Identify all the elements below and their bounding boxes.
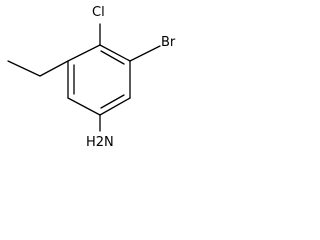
ring-bond-c4-c5	[67, 97, 101, 116]
atom-label-chlorine: Cl	[92, 5, 105, 20]
atom-label-bromine: Br	[161, 35, 176, 50]
ring-double-bond-c3-c4	[100, 94, 125, 109]
bond-bromine	[129, 45, 161, 62]
ring-double-bond-c1-c2	[100, 50, 125, 65]
molecule-structure-diagram: Cl Br H2N	[7, 5, 176, 150]
bond-methoxy-methyl	[7, 60, 41, 77]
ring-bond-c1-c2	[99, 44, 131, 62]
atom-label-amine: H2N	[86, 135, 114, 150]
bond-methoxy-oxygen	[39, 60, 69, 77]
ring-bond-c3-c4	[99, 97, 131, 116]
ring-bond-c6-c1	[67, 44, 101, 62]
